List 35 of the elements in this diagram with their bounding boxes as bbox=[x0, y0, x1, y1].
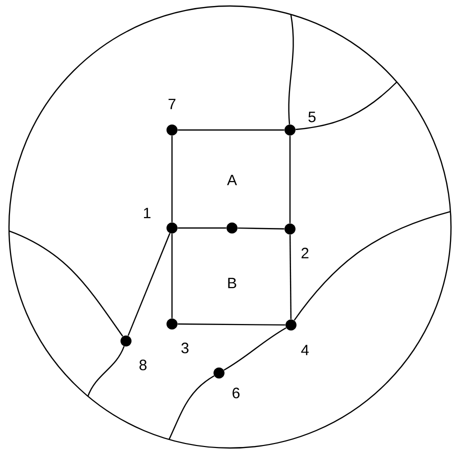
edge-line bbox=[289, 234, 292, 320]
vertex-dot bbox=[286, 319, 296, 330]
vertex-dot bbox=[226, 222, 238, 234]
vertex-dot bbox=[166, 124, 178, 136]
vertex-number: 6 bbox=[232, 388, 240, 398]
vertex-dot bbox=[166, 318, 178, 330]
edge-line bbox=[171, 234, 173, 318]
edge-line bbox=[168, 375, 214, 440]
edge-line bbox=[128, 233, 170, 336]
edge-line bbox=[224, 327, 286, 371]
vertex-number: 1 bbox=[144, 208, 150, 218]
edge-line bbox=[288, 14, 294, 124]
vertex-number: 4 bbox=[301, 344, 309, 356]
vertex-number: 8 bbox=[140, 360, 147, 370]
edge-line bbox=[178, 129, 284, 131]
vertex-dot bbox=[120, 336, 132, 346]
vertex-number: 5 bbox=[308, 112, 316, 122]
edge-line bbox=[178, 227, 226, 229]
vertex-dot bbox=[214, 367, 224, 378]
edge-line bbox=[87, 346, 125, 397]
vertex-number: 7 bbox=[168, 98, 176, 110]
edge-line bbox=[294, 211, 451, 321]
vertex-dot bbox=[284, 224, 296, 234]
vertex-dot bbox=[166, 222, 178, 234]
vertex-dot bbox=[284, 124, 296, 136]
edge-line bbox=[171, 136, 173, 222]
edge-line bbox=[178, 323, 286, 326]
edge-line bbox=[238, 227, 284, 230]
edge-line bbox=[296, 82, 398, 130]
region-label: A bbox=[227, 174, 237, 186]
vertex-number: 2 bbox=[302, 248, 308, 258]
region-label: B bbox=[228, 278, 236, 288]
edge-line bbox=[8, 230, 124, 337]
vertex-number: 3 bbox=[181, 342, 189, 354]
edge-line bbox=[289, 136, 291, 224]
